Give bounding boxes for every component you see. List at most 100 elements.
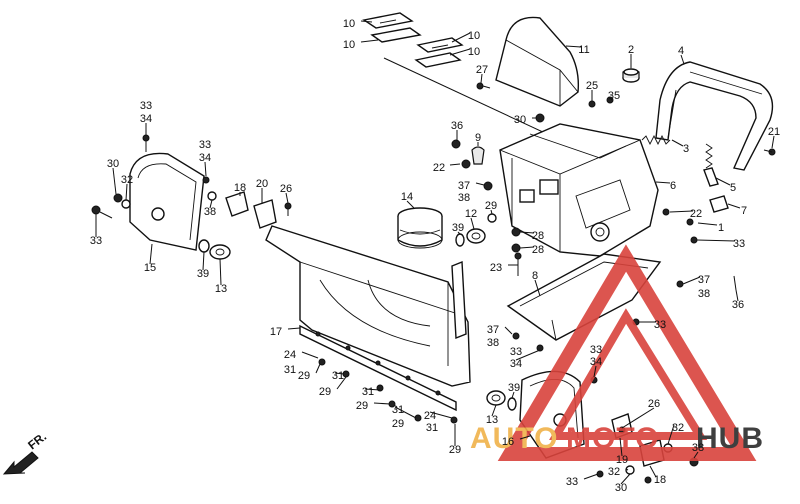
guide-line-10 [383, 57, 561, 141]
callout-36: 36 [451, 120, 463, 132]
callout-31: 31 [392, 404, 404, 416]
bushing-13-left [209, 244, 231, 260]
callout-30: 30 [107, 158, 119, 170]
callout-16: 16 [502, 436, 514, 448]
rubber-plug-2 [622, 68, 640, 83]
callout-29: 29 [298, 370, 310, 382]
cap-9 [471, 146, 485, 165]
leader-line-c10c [451, 32, 471, 43]
leader-line-c18b [649, 465, 657, 478]
callout-8: 8 [532, 270, 538, 282]
leader-line-c7 [727, 203, 741, 209]
leader-line-c13b [491, 404, 497, 417]
leader-line-c33a [696, 239, 736, 242]
leader-line-c38e [693, 451, 699, 459]
bracket-18 [225, 191, 249, 217]
callout-33: 33 [140, 100, 152, 112]
callout-7: 7 [741, 205, 747, 217]
callout-33: 33 [654, 319, 666, 331]
leader-line-c34c [515, 349, 541, 361]
leader-line-c37b [682, 276, 701, 285]
leader-line-c1 [697, 222, 718, 226]
callout-27: 27 [476, 64, 488, 76]
callout-10: 10 [343, 18, 355, 30]
callout-29: 29 [449, 444, 461, 456]
callout-38: 38 [487, 337, 499, 349]
leader-line-c26a [285, 192, 289, 204]
leader-line-c29c [336, 376, 347, 390]
leader-line-c37a [475, 182, 485, 186]
leader-line-c14 [406, 200, 415, 209]
leader-line-c37c [504, 326, 513, 335]
leader-line-c26b [621, 407, 655, 429]
callout-29: 29 [319, 386, 331, 398]
washer-39-center [455, 233, 465, 247]
callout-34: 34 [590, 356, 602, 368]
callout-34: 34 [199, 152, 211, 164]
front-direction-indicator: FR. [2, 429, 49, 475]
side-plate-15 [129, 152, 205, 251]
callout-33: 33 [733, 238, 745, 250]
leader-line-c35 [609, 97, 613, 101]
callout-37: 37 [458, 180, 470, 192]
bracket-20 [253, 199, 277, 229]
spring-5 [705, 143, 713, 169]
watermark: AUTO MOTO HUB [470, 244, 763, 461]
leader-line-c32c [625, 468, 629, 471]
leader-line-c39c [511, 391, 515, 399]
callout-26: 26 [280, 183, 292, 195]
front-direction-label: FR. [25, 429, 49, 452]
callout-15: 15 [144, 262, 156, 274]
callout-6: 6 [670, 180, 676, 192]
leader-line-c29b [315, 363, 321, 374]
callout-31: 31 [332, 370, 344, 382]
leader-line-c10a [360, 20, 373, 23]
callout-24: 24 [424, 410, 436, 422]
auger-housing-6 [499, 123, 659, 257]
leader-line-c10d [449, 48, 471, 56]
washer-39-left [198, 239, 210, 253]
callout-34: 34 [510, 358, 522, 370]
leader-line-c34b [204, 161, 207, 177]
leader-line-c19 [619, 437, 623, 457]
watermark-text-auto: AUTO [470, 422, 558, 455]
leader-line-c32a [125, 183, 128, 201]
callout-35: 35 [608, 90, 620, 102]
plate-7 [709, 195, 729, 213]
callout-25: 25 [586, 80, 598, 92]
callout-9: 9 [475, 132, 481, 144]
leader-line-c10b [360, 39, 379, 43]
leader-line-c27 [480, 73, 483, 84]
leader-line-c30c [620, 473, 631, 485]
callout-26: 26 [648, 398, 660, 410]
callout-37: 37 [698, 274, 710, 286]
callout-21: 21 [768, 126, 780, 138]
leader-line-c38b [209, 199, 213, 209]
bushing-12 [466, 228, 486, 244]
callout-19: 19 [616, 454, 628, 466]
leader-line-c16 [519, 435, 531, 440]
clip-5 [703, 167, 719, 187]
callout-36: 36 [732, 299, 744, 311]
callout-30: 30 [615, 482, 627, 494]
callout-39: 39 [197, 268, 209, 280]
spring-3 [641, 134, 671, 146]
callout-22: 22 [433, 162, 445, 174]
leader-line-c4 [680, 54, 685, 65]
leader-line-c21 [771, 135, 775, 149]
leader-line-c24b [429, 411, 453, 419]
watermark-text-moto: MOTO [566, 422, 659, 455]
callout-20: 20 [256, 178, 268, 190]
watermark-triangle [497, 244, 757, 461]
leader-line-c28b [519, 246, 535, 249]
top-cover-11 [495, 16, 580, 107]
callout-14: 14 [401, 191, 413, 203]
bushing-13-right [486, 390, 506, 406]
callout-34: 34 [140, 113, 152, 125]
leader-line-c13a [219, 258, 222, 286]
leader-line-c22a [449, 163, 461, 166]
callout-10: 10 [468, 46, 480, 58]
leader-line-c30b [112, 167, 117, 195]
leader-line-c11 [565, 45, 582, 48]
leader-line-c32b [667, 424, 675, 445]
